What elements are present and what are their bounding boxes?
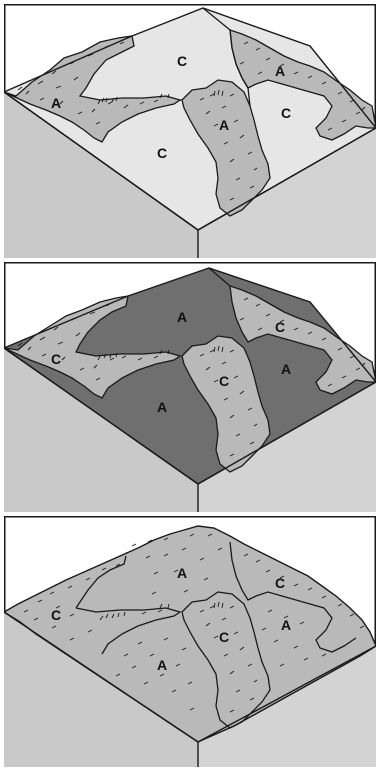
- panel-top: C A A C A C: [4, 4, 376, 258]
- grain-label: C: [51, 607, 61, 623]
- grain-label: A: [177, 565, 187, 581]
- grain-label: A: [281, 617, 291, 633]
- grain-label: C: [219, 373, 229, 389]
- panel-bottom: A C C A C A: [4, 516, 376, 767]
- grain-label: C: [177, 53, 187, 69]
- grain-label: C: [275, 575, 285, 591]
- grain-label: C: [157, 145, 167, 161]
- grain-label: C: [51, 351, 61, 367]
- grain-label: C: [275, 319, 285, 335]
- grain-label: A: [177, 309, 187, 325]
- grain-label: A: [51, 95, 61, 111]
- grain-label: C: [281, 105, 291, 121]
- grain-label: A: [157, 657, 167, 673]
- grain-label: A: [281, 361, 291, 377]
- grain-label: A: [219, 117, 229, 133]
- panel-middle: A C C A C A: [4, 262, 376, 512]
- grain-label: A: [157, 399, 167, 415]
- panel-middle-svg: A C C A C A: [4, 262, 376, 512]
- grain-label: A: [275, 63, 285, 79]
- grain-label: C: [219, 629, 229, 645]
- panel-bottom-svg: A C C A C A: [4, 516, 376, 767]
- panel-top-svg: C A A C A C: [4, 4, 376, 258]
